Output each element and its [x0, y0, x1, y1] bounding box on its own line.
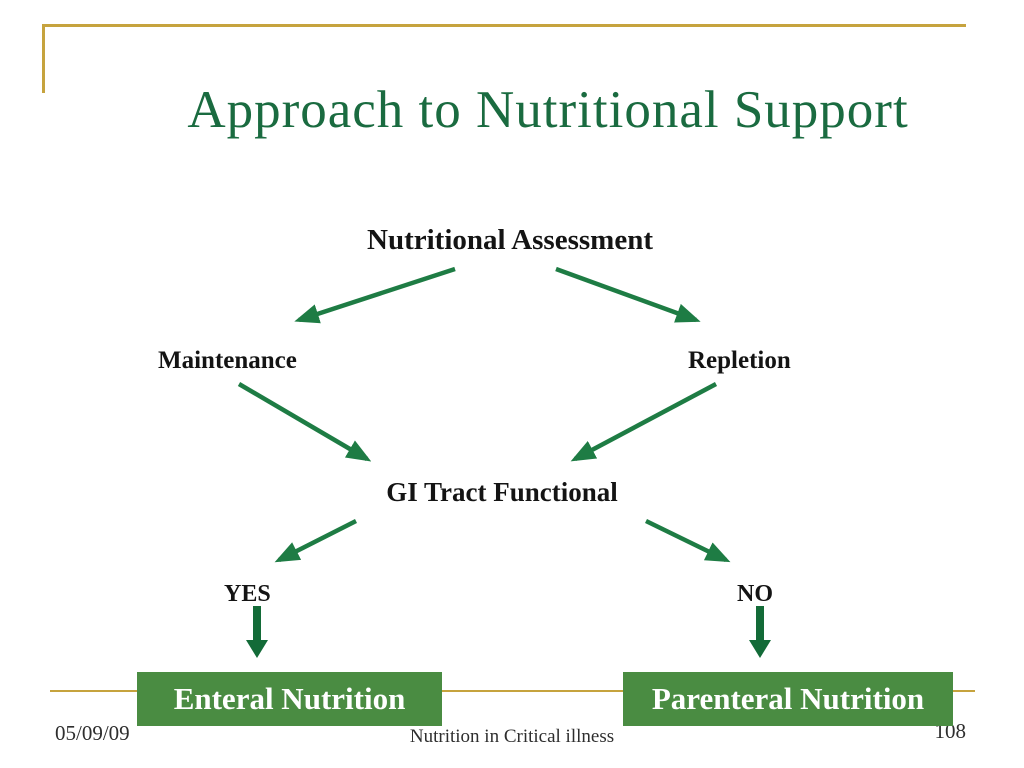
- block-arrow-no-down: [749, 606, 771, 658]
- arrow-assessment-to-maintenance: [294, 266, 456, 324]
- arrow-gitract-to-yes: [274, 518, 358, 563]
- node-repletion: Repletion: [688, 347, 791, 374]
- node-maintenance: Maintenance: [158, 347, 297, 374]
- node-yes: YES: [224, 581, 271, 607]
- block-arrow-yes-down: [246, 606, 268, 658]
- gold-corner-bracket: [42, 24, 45, 93]
- gold-bottom-rule: [50, 690, 975, 692]
- footer-presentation-title: Nutrition in Critical illness: [409, 726, 615, 747]
- arrow-assessment-to-repletion: [555, 266, 701, 323]
- node-no: NO: [737, 581, 773, 607]
- arrow-repletion-to-gitract: [570, 382, 718, 462]
- slide-title: Approach to Nutritional Support: [187, 81, 909, 139]
- arrow-gitract-to-no: [645, 518, 731, 563]
- node-nutritional-assessment: Nutritional Assessment: [367, 224, 653, 256]
- outcome-box-enteral-nutrition: Enteral Nutrition: [137, 672, 442, 726]
- node-gi-tract-functional: GI Tract Functional: [386, 477, 618, 507]
- arrow-maintenance-to-gitract: [237, 382, 372, 462]
- footer-date: 05/09/09: [55, 721, 130, 745]
- gold-top-rule: [42, 24, 966, 27]
- outcome-box-parenteral-nutrition: Parenteral Nutrition: [623, 672, 953, 726]
